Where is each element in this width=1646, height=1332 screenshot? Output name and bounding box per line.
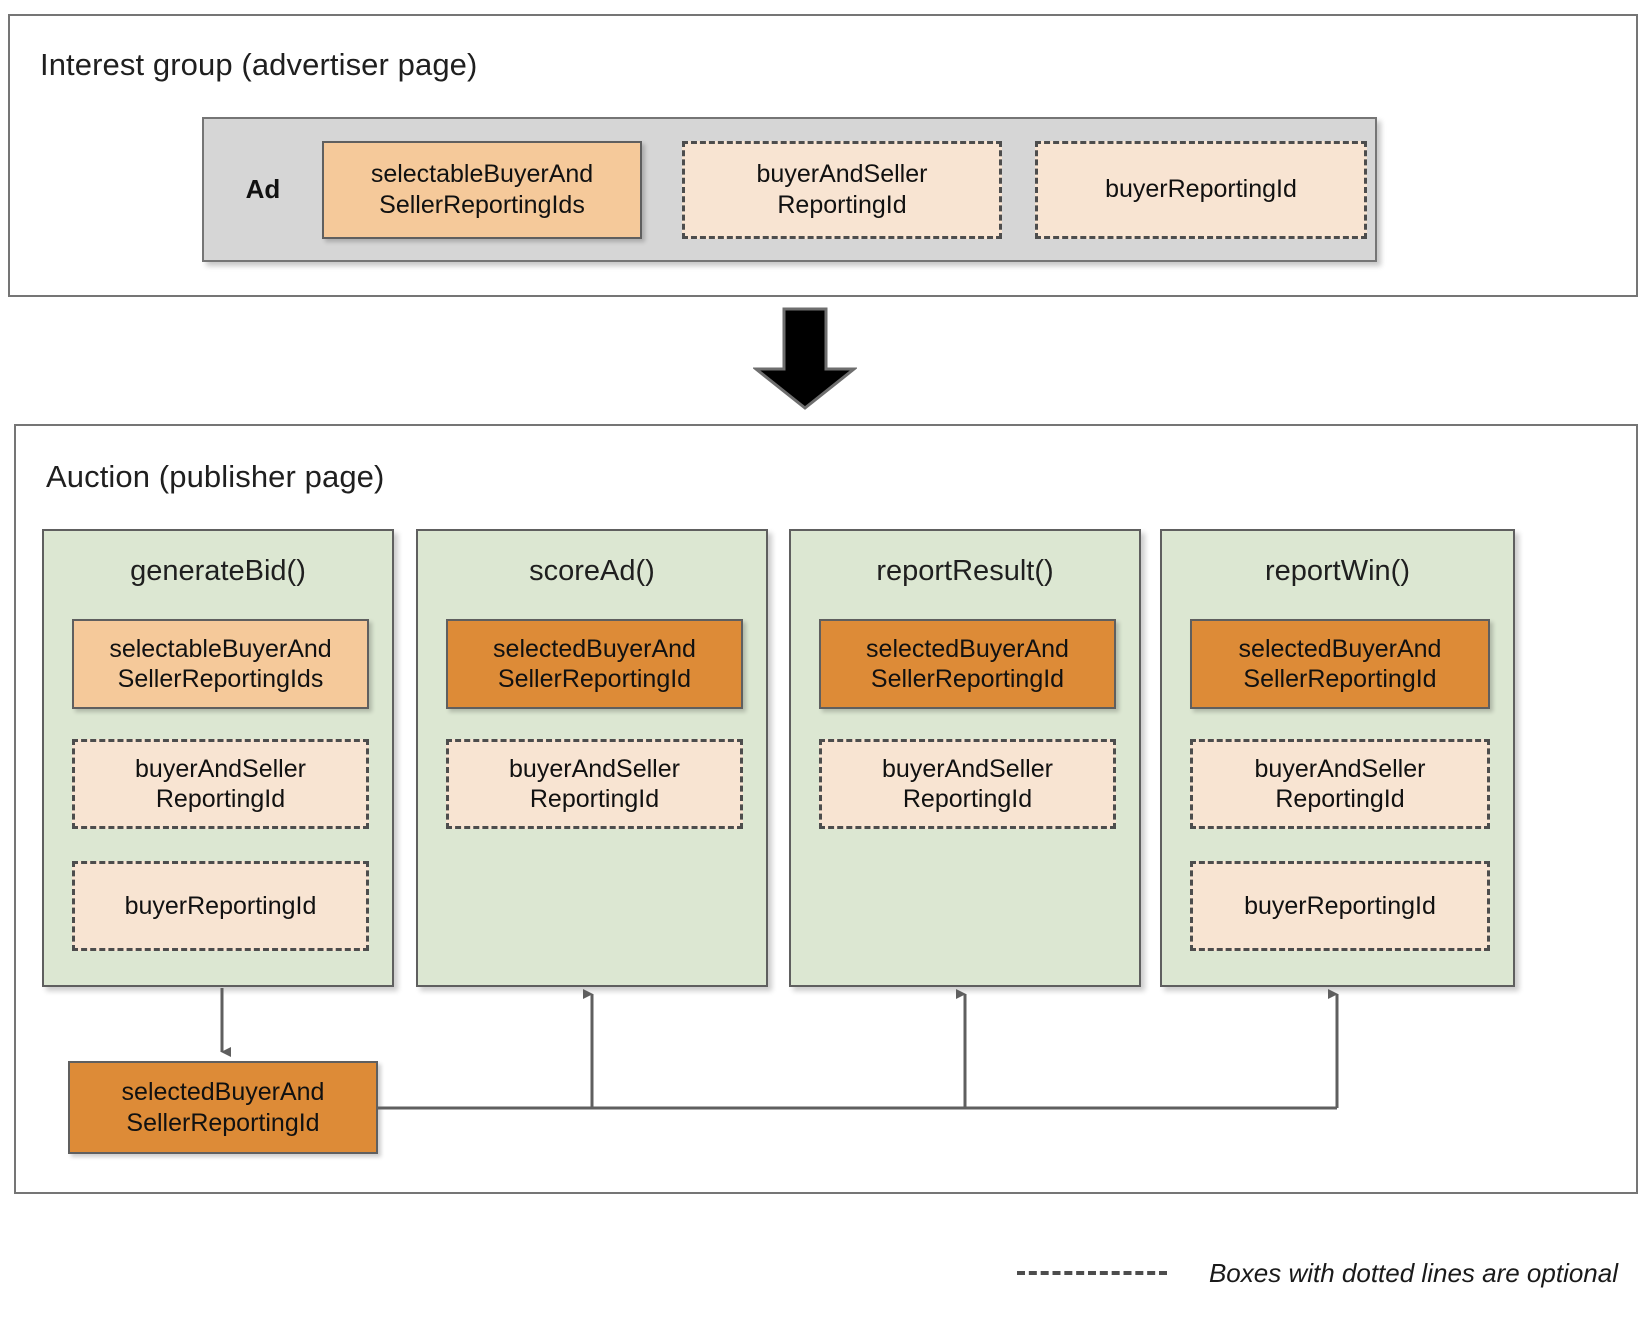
auction-title: Auction (publisher page) <box>46 459 385 494</box>
function-title: scoreAd() <box>529 555 655 587</box>
box-line-2: SellerReportingId <box>870 665 1065 693</box>
box-line-1: buyerAndSeller <box>1254 754 1426 783</box>
function-column-scoread: scoreAd() selectedBuyerAnd SellerReporti… <box>416 529 768 987</box>
box-line-1: buyerAndSeller <box>756 160 928 188</box>
box-line-1: buyerReportingId <box>1105 175 1297 204</box>
reportresult-buyer-and-seller-reporting-id: buyerAndSeller ReportingId <box>819 739 1116 829</box>
box-line-1: buyerAndSeller <box>509 754 680 783</box>
result-selected-buyer-and-seller-reporting-id: selectedBuyerAnd SellerReportingId <box>68 1061 378 1154</box>
box-line-1: selectedBuyerAnd <box>1238 634 1442 663</box>
interest-group-panel: Interest group (advertiser page) Ad sele… <box>8 14 1638 297</box>
function-column-reportresult: reportResult() selectedBuyerAnd SellerRe… <box>789 529 1141 987</box>
ad-box-buyer-reporting-id: buyerReportingId <box>1035 140 1367 239</box>
box-line-2: SellerReportingIds <box>379 190 585 219</box>
box-line-1: buyerAndSeller <box>135 754 306 783</box>
box-line-2: ReportingId <box>1275 785 1405 813</box>
box-line-2: ReportingId <box>155 785 286 813</box>
dashed-line-swatch-icon <box>1016 1271 1167 1275</box>
box-line-1: buyerAndSeller <box>882 754 1053 783</box>
box-line-2: ReportingId <box>529 785 660 813</box>
box-line-1: selectedBuyerAnd <box>493 634 696 663</box>
generatebid-buyer-reporting-id: buyerReportingId <box>72 861 369 951</box>
box-line-2: SellerReportingId <box>497 665 692 693</box>
ad-label: Ad <box>245 174 281 204</box>
function-column-reportwin: reportWin() selectedBuyerAnd SellerRepor… <box>1160 529 1515 987</box>
reportwin-selected-buyer-and-seller-reporting-id: selectedBuyerAnd SellerReportingId <box>1190 619 1490 709</box>
generatebid-selectable-buyer-and-seller-reporting-ids: selectableBuyerAnd SellerReportingIds <box>72 619 369 709</box>
box-line-2: ReportingId <box>777 190 907 219</box>
box-line-2: ReportingId <box>902 785 1033 813</box>
legend-text: Boxes with dotted lines are optional <box>1208 1257 1618 1288</box>
interest-group-title: Interest group (advertiser page) <box>40 47 478 82</box>
function-title: reportResult() <box>876 555 1054 587</box>
function-title: reportWin() <box>1264 555 1410 587</box>
box-line-2: SellerReportingId <box>1243 665 1437 693</box>
ad-container: Ad selectableBuyerAnd SellerReportingIds… <box>202 117 1377 262</box>
scoread-buyer-and-seller-reporting-id: buyerAndSeller ReportingId <box>446 739 743 829</box>
box-line-1: selectedBuyerAnd <box>121 1078 325 1106</box>
box-line-2: SellerReportingId <box>126 1108 320 1137</box>
legend: Boxes with dotted lines are optional <box>878 1248 1618 1298</box>
ad-box-buyer-and-seller-reporting-id: buyerAndSeller ReportingId <box>682 140 1002 239</box>
box-line-1: selectableBuyerAnd <box>370 160 594 188</box>
box-line-1: buyerReportingId <box>1244 891 1436 920</box>
generatebid-buyer-and-seller-reporting-id: buyerAndSeller ReportingId <box>72 739 369 829</box>
function-title: generateBid() <box>130 555 306 587</box>
reportwin-buyer-and-seller-reporting-id: buyerAndSeller ReportingId <box>1190 739 1490 829</box>
down-arrow-icon <box>753 307 857 410</box>
reportwin-buyer-reporting-id: buyerReportingId <box>1190 861 1490 951</box>
ad-box-selectable-buyer-and-seller-reporting-ids: selectableBuyerAnd SellerReportingIds <box>322 140 642 239</box>
box-line-1: selectableBuyerAnd <box>109 634 332 663</box>
box-line-1: selectedBuyerAnd <box>866 634 1069 663</box>
box-line-1: buyerReportingId <box>124 891 317 920</box>
box-line-2: SellerReportingIds <box>117 665 324 693</box>
reportresult-selected-buyer-and-seller-reporting-id: selectedBuyerAnd SellerReportingId <box>819 619 1116 709</box>
function-column-generatebid: generateBid() selectableBuyerAnd SellerR… <box>42 529 394 987</box>
scoread-selected-buyer-and-seller-reporting-id: selectedBuyerAnd SellerReportingId <box>446 619 743 709</box>
